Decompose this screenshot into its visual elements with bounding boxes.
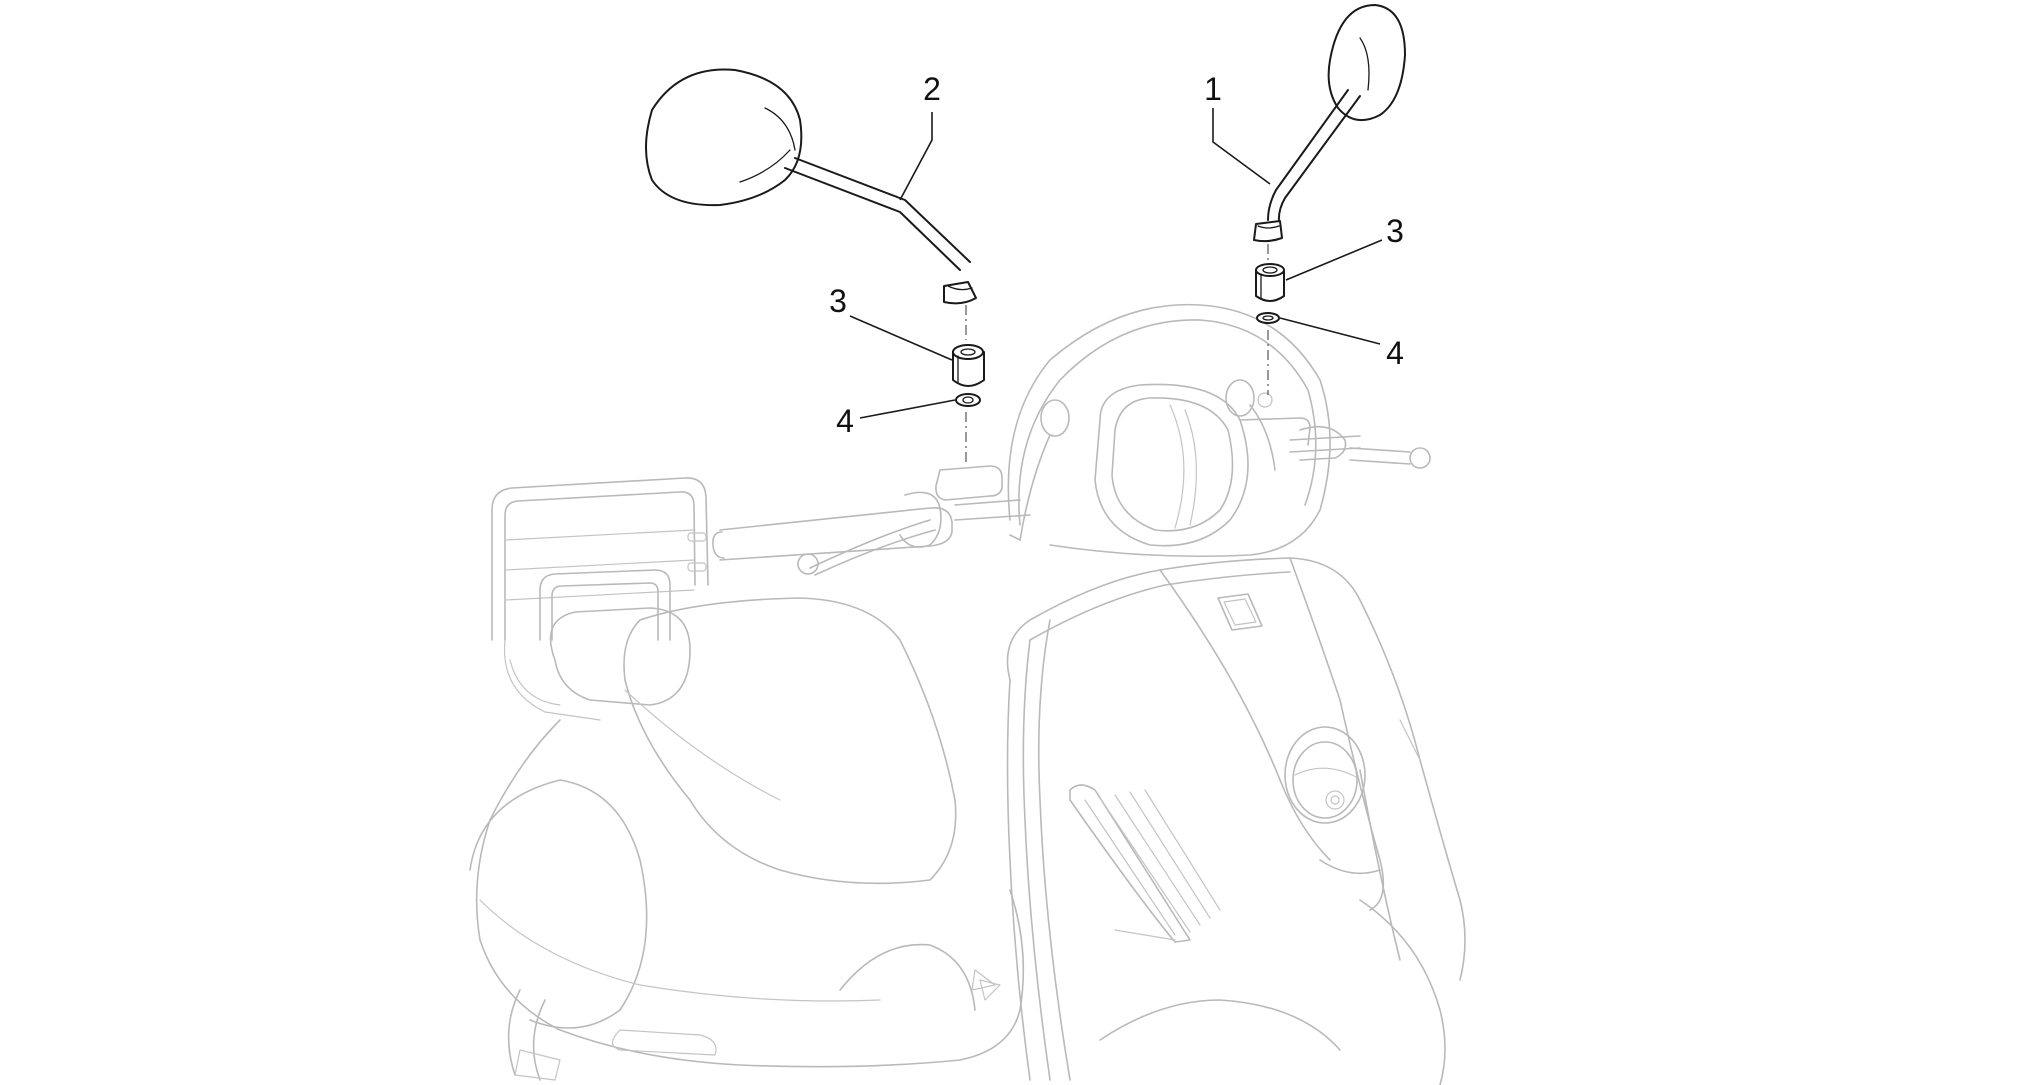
callout-right-nut: 3 [1386,213,1404,249]
rear-body-outline [469,719,1025,1081]
callout-left-nut: 3 [829,283,847,319]
spacer-nut-icon[interactable] [1255,263,1285,302]
front-emblem-outline [1284,726,1366,824]
washer-icon[interactable] [1256,312,1280,324]
spacer-nut-icon[interactable] [952,344,985,387]
right-mirror-icon[interactable] [1253,4,1406,243]
shield-badge-outline [1217,593,1263,631]
callout-right-mirror: 1 [1204,71,1222,107]
callout-left-mirror: 2 [923,71,941,107]
scooter-outline-icon [469,303,1466,1085]
horn-grille-outline [1069,784,1221,943]
seat-outline [503,597,957,885]
leader-lines [849,108,1383,419]
handlebar-outline [712,417,1431,576]
front-shield-outline [1006,557,1466,1085]
callout-right-washer: 4 [1386,335,1404,371]
front-fender-outline [971,969,996,991]
headset-outline [1007,303,1331,558]
left-mirror-icon[interactable] [645,68,977,305]
rear-rack-outline [491,477,709,641]
callout-left-washer: 4 [836,403,854,439]
washer-icon[interactable] [955,393,981,407]
